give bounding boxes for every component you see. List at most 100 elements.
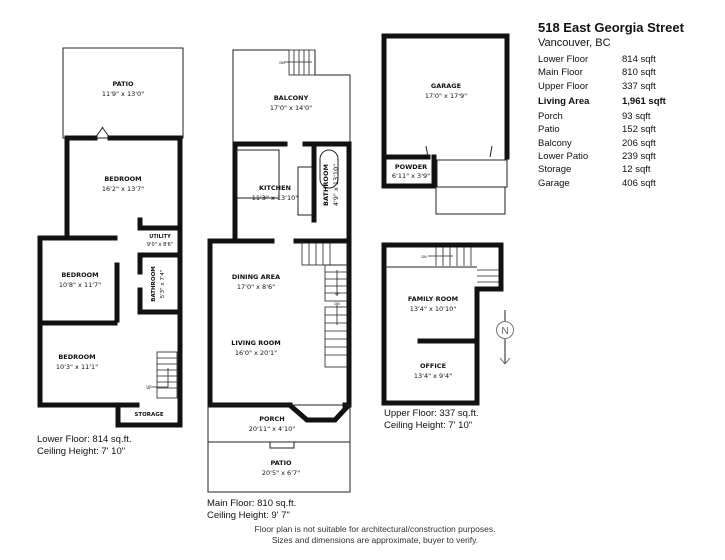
upper-floor-caption: Upper Floor: 337 sq.ft. <box>384 408 479 419</box>
room-dims-dining-area: 17'0" x 8'6" <box>237 283 275 291</box>
room-dims-garage: 17'0" x 17'9" <box>425 92 467 100</box>
room-name-living-room: LIVING ROOM <box>231 339 281 347</box>
porch-outline <box>207 404 351 443</box>
disclaimer-line: Sizes and dimensions are approximate, bu… <box>271 535 479 545</box>
room-name-bedroom-3: BEDROOM <box>58 353 95 361</box>
area-label: Garage <box>538 177 570 189</box>
room-name-balcony: BALCONY <box>274 94 309 102</box>
door-swing <box>101 126 111 139</box>
room-dims-lower-bathroom: 5'3" x 7'4" <box>160 270 166 299</box>
area-label: Lower Floor <box>538 54 589 65</box>
room-dims-utility: 9'0" x 8'6" <box>147 242 173 248</box>
room-dims-kitchen: 11'3" x 13'10" <box>252 194 298 202</box>
area-row: Lower Patio 239 sqft <box>538 150 718 163</box>
main-floor-ceiling-height: Ceiling Height: 9' 7" <box>207 510 290 521</box>
balcony-stairs <box>284 49 316 76</box>
property-city: Vancouver, BC <box>538 37 611 49</box>
area-row: Porch 93 sqft <box>538 110 718 123</box>
lower-floor-wall-right <box>107 135 183 428</box>
property-address: 518 East Georgia Street <box>538 20 684 35</box>
room-name-storage: STORAGE <box>134 412 163 418</box>
room-dims-main-bathroom: 4'9" x 13'10" <box>332 164 340 206</box>
upper-floor-wall <box>381 242 504 406</box>
area-value: 239 sqft <box>622 151 656 163</box>
stair-label-up: UP <box>146 385 152 390</box>
stair-label-up: UP <box>335 292 340 296</box>
room-dims-powder: 6'11" x 3'9" <box>392 172 430 180</box>
main-floor-plan: DN UP DN BALCONY 17'0" x 14'0" KITCHEN 1… <box>207 49 352 521</box>
room-name-kitchen: KITCHEN <box>259 184 291 192</box>
room-name-main-bathroom: BATHROOM <box>322 164 330 206</box>
upper-stairs <box>428 247 499 283</box>
area-value: 93 sqft <box>622 111 651 123</box>
stair-label-dn: DN <box>421 255 427 259</box>
lower-floor-wall-left <box>37 135 140 408</box>
room-name-bedroom-1: BEDROOM <box>104 175 141 183</box>
area-value: 12 sqft <box>622 164 651 176</box>
room-name-dining-area: DINING AREA <box>232 273 280 281</box>
room-dims-lower-patio: 11'9" x 13'0" <box>102 90 144 98</box>
area-value: 1,961 sqft <box>622 95 666 107</box>
disclaimer-line: Floor plan is not suitable for architect… <box>254 524 496 534</box>
area-row: Main Floor 810 sqft <box>538 66 718 79</box>
area-value: 810 sqft <box>622 67 656 79</box>
area-label: Living Area <box>538 95 590 107</box>
room-name-powder: POWDER <box>395 163 427 171</box>
powder-room-wall <box>381 154 437 189</box>
room-dims-main-patio: 20'5" x 6'7" <box>262 469 300 477</box>
area-label: Lower Patio <box>538 151 589 163</box>
door-swing <box>425 145 429 158</box>
room-dims-office: 13'4" x 9'4" <box>414 372 452 380</box>
area-label: Upper Floor <box>538 80 589 92</box>
room-name-bedroom-2: BEDROOM <box>61 271 98 279</box>
room-dims-bedroom-1: 16'2" x 13'7" <box>102 185 144 193</box>
room-dims-bedroom-2: 10'8" x 11'7" <box>59 281 101 289</box>
area-label: Patio <box>538 124 560 136</box>
compass-label: N <box>501 326 508 337</box>
patio-outline <box>207 441 351 493</box>
area-row: Upper Floor 337 sqft <box>538 80 718 93</box>
bathroom-wall <box>137 287 183 315</box>
garage-wall <box>381 33 510 160</box>
room-dims-living-room: 16'0" x 20'1" <box>235 349 277 357</box>
room-dims-balcony: 17'0" x 14'0" <box>270 104 312 112</box>
main-floor-caption: Main Floor: 810 sq.ft. <box>207 498 296 509</box>
garage-driveway <box>435 186 506 215</box>
area-summary: 518 East Georgia Street Vancouver, BC Lo… <box>538 20 718 190</box>
area-value: 206 sqft <box>622 137 656 149</box>
balcony-outline <box>314 50 351 142</box>
lower-floor-ceiling-height: Ceiling Height: 7' 10" <box>37 446 125 457</box>
area-row: Patio 152 sqft <box>538 123 718 136</box>
area-label: Porch <box>538 111 563 123</box>
area-label: Storage <box>538 164 572 176</box>
door-swing <box>489 145 493 158</box>
lower-floor-caption: Lower Floor: 814 sq.ft. <box>37 434 132 445</box>
kitchen-counter <box>236 149 280 199</box>
utility-wall <box>137 217 183 231</box>
bathtub <box>319 149 339 189</box>
upper-floor-ceiling-height: Ceiling Height: 7' 10" <box>384 420 472 431</box>
room-name-main-patio: PATIO <box>270 459 292 467</box>
room-name-lower-bathroom: BATHROOM <box>151 266 157 301</box>
room-dims-porch: 20'11" x 4'10" <box>249 425 295 433</box>
main-stairs <box>301 242 349 368</box>
room-dims-bedroom-3: 10'3" x 11'1" <box>56 363 98 371</box>
stair-label-dn: DN <box>334 302 340 306</box>
area-label: Main Floor <box>538 67 583 79</box>
area-value: 337 sqft <box>622 80 656 92</box>
room-dims-family-room: 13'4" x 10'10" <box>410 305 456 313</box>
room-name-garage: GARAGE <box>431 82 461 90</box>
room-name-family-room: FAMILY ROOM <box>408 295 458 303</box>
north-arrow-icon: N <box>496 310 514 365</box>
lower-stairs <box>152 351 178 399</box>
area-value: 152 sqft <box>622 124 656 136</box>
area-row: Storage 12 sqft <box>538 163 718 176</box>
bay-window <box>288 403 351 423</box>
room-name-office: OFFICE <box>420 362 446 370</box>
stair-label-dn: DN <box>279 61 285 65</box>
garage-plan: GARAGE 17'0" x 17'9" POWDER 6'11" x 3'9" <box>381 33 510 215</box>
room-name-porch: PORCH <box>259 415 285 423</box>
